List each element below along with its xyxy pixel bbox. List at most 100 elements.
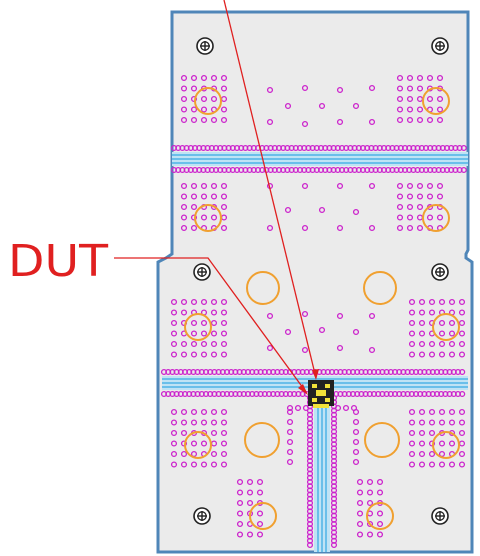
via <box>448 461 456 468</box>
via <box>286 448 294 456</box>
via <box>286 408 294 416</box>
via <box>220 298 228 306</box>
mount-pad <box>249 502 277 530</box>
via <box>190 214 198 221</box>
via <box>458 450 466 458</box>
via <box>458 419 466 426</box>
via <box>246 531 254 538</box>
via <box>210 461 218 468</box>
phillips-screw-icon <box>193 507 211 525</box>
via <box>336 344 344 352</box>
via <box>428 340 436 348</box>
via <box>220 74 228 82</box>
via <box>408 351 416 358</box>
via <box>210 74 218 82</box>
via <box>376 531 384 538</box>
via <box>448 440 456 447</box>
via <box>416 193 424 200</box>
via <box>190 116 198 124</box>
via <box>284 102 292 110</box>
via <box>336 118 344 126</box>
via <box>180 116 188 124</box>
via <box>436 193 444 200</box>
via <box>408 429 416 437</box>
via <box>220 408 228 416</box>
via <box>356 478 364 486</box>
phillips-screw-icon <box>431 37 449 55</box>
via <box>416 106 424 113</box>
via <box>170 408 178 416</box>
via <box>180 419 188 426</box>
via <box>458 298 466 306</box>
via <box>220 429 228 437</box>
via <box>428 419 436 426</box>
via <box>301 84 309 92</box>
via <box>180 106 188 113</box>
via <box>190 461 198 468</box>
via <box>301 182 309 190</box>
via <box>180 309 188 316</box>
via <box>256 520 264 528</box>
via <box>200 182 208 190</box>
via <box>200 408 208 416</box>
via <box>190 419 198 426</box>
screw-holes <box>193 37 449 525</box>
via <box>436 116 444 124</box>
via <box>428 309 436 316</box>
via <box>210 429 218 437</box>
via <box>180 408 188 416</box>
via <box>408 440 416 447</box>
via <box>302 404 310 412</box>
via <box>220 419 228 426</box>
via <box>418 298 426 306</box>
via <box>368 346 376 354</box>
via <box>220 106 228 113</box>
via <box>170 340 178 348</box>
via <box>236 499 244 507</box>
via <box>266 312 274 320</box>
via <box>170 429 178 437</box>
via <box>220 450 228 458</box>
via <box>236 478 244 486</box>
via <box>416 203 424 211</box>
via <box>366 531 374 538</box>
via <box>406 74 414 82</box>
via <box>406 182 414 190</box>
mount-pad <box>194 204 222 232</box>
via <box>200 351 208 358</box>
phillips-screw-icon <box>196 37 214 55</box>
phillips-screw-icon <box>431 507 449 525</box>
via <box>418 319 426 327</box>
via <box>180 440 188 447</box>
dut-pointer-arrows <box>114 0 319 395</box>
via <box>210 450 218 458</box>
board-outline <box>156 10 474 554</box>
via <box>210 214 218 221</box>
via <box>286 458 294 466</box>
via <box>190 330 198 337</box>
via <box>426 95 434 103</box>
via <box>180 193 188 200</box>
via <box>376 478 384 486</box>
via <box>418 340 426 348</box>
via <box>190 224 198 232</box>
via <box>200 330 208 337</box>
via <box>220 351 228 358</box>
via <box>438 408 446 416</box>
via <box>448 330 456 337</box>
via <box>408 309 416 316</box>
via <box>266 344 274 352</box>
via <box>236 489 244 496</box>
via <box>266 224 274 232</box>
via <box>368 84 376 92</box>
via <box>170 330 178 337</box>
via <box>190 319 198 327</box>
via <box>286 428 294 436</box>
via <box>220 309 228 316</box>
via <box>396 214 404 221</box>
via <box>210 95 218 103</box>
via <box>352 438 360 446</box>
vertical-trace-band <box>314 395 330 552</box>
via <box>448 298 456 306</box>
via <box>459 390 466 398</box>
